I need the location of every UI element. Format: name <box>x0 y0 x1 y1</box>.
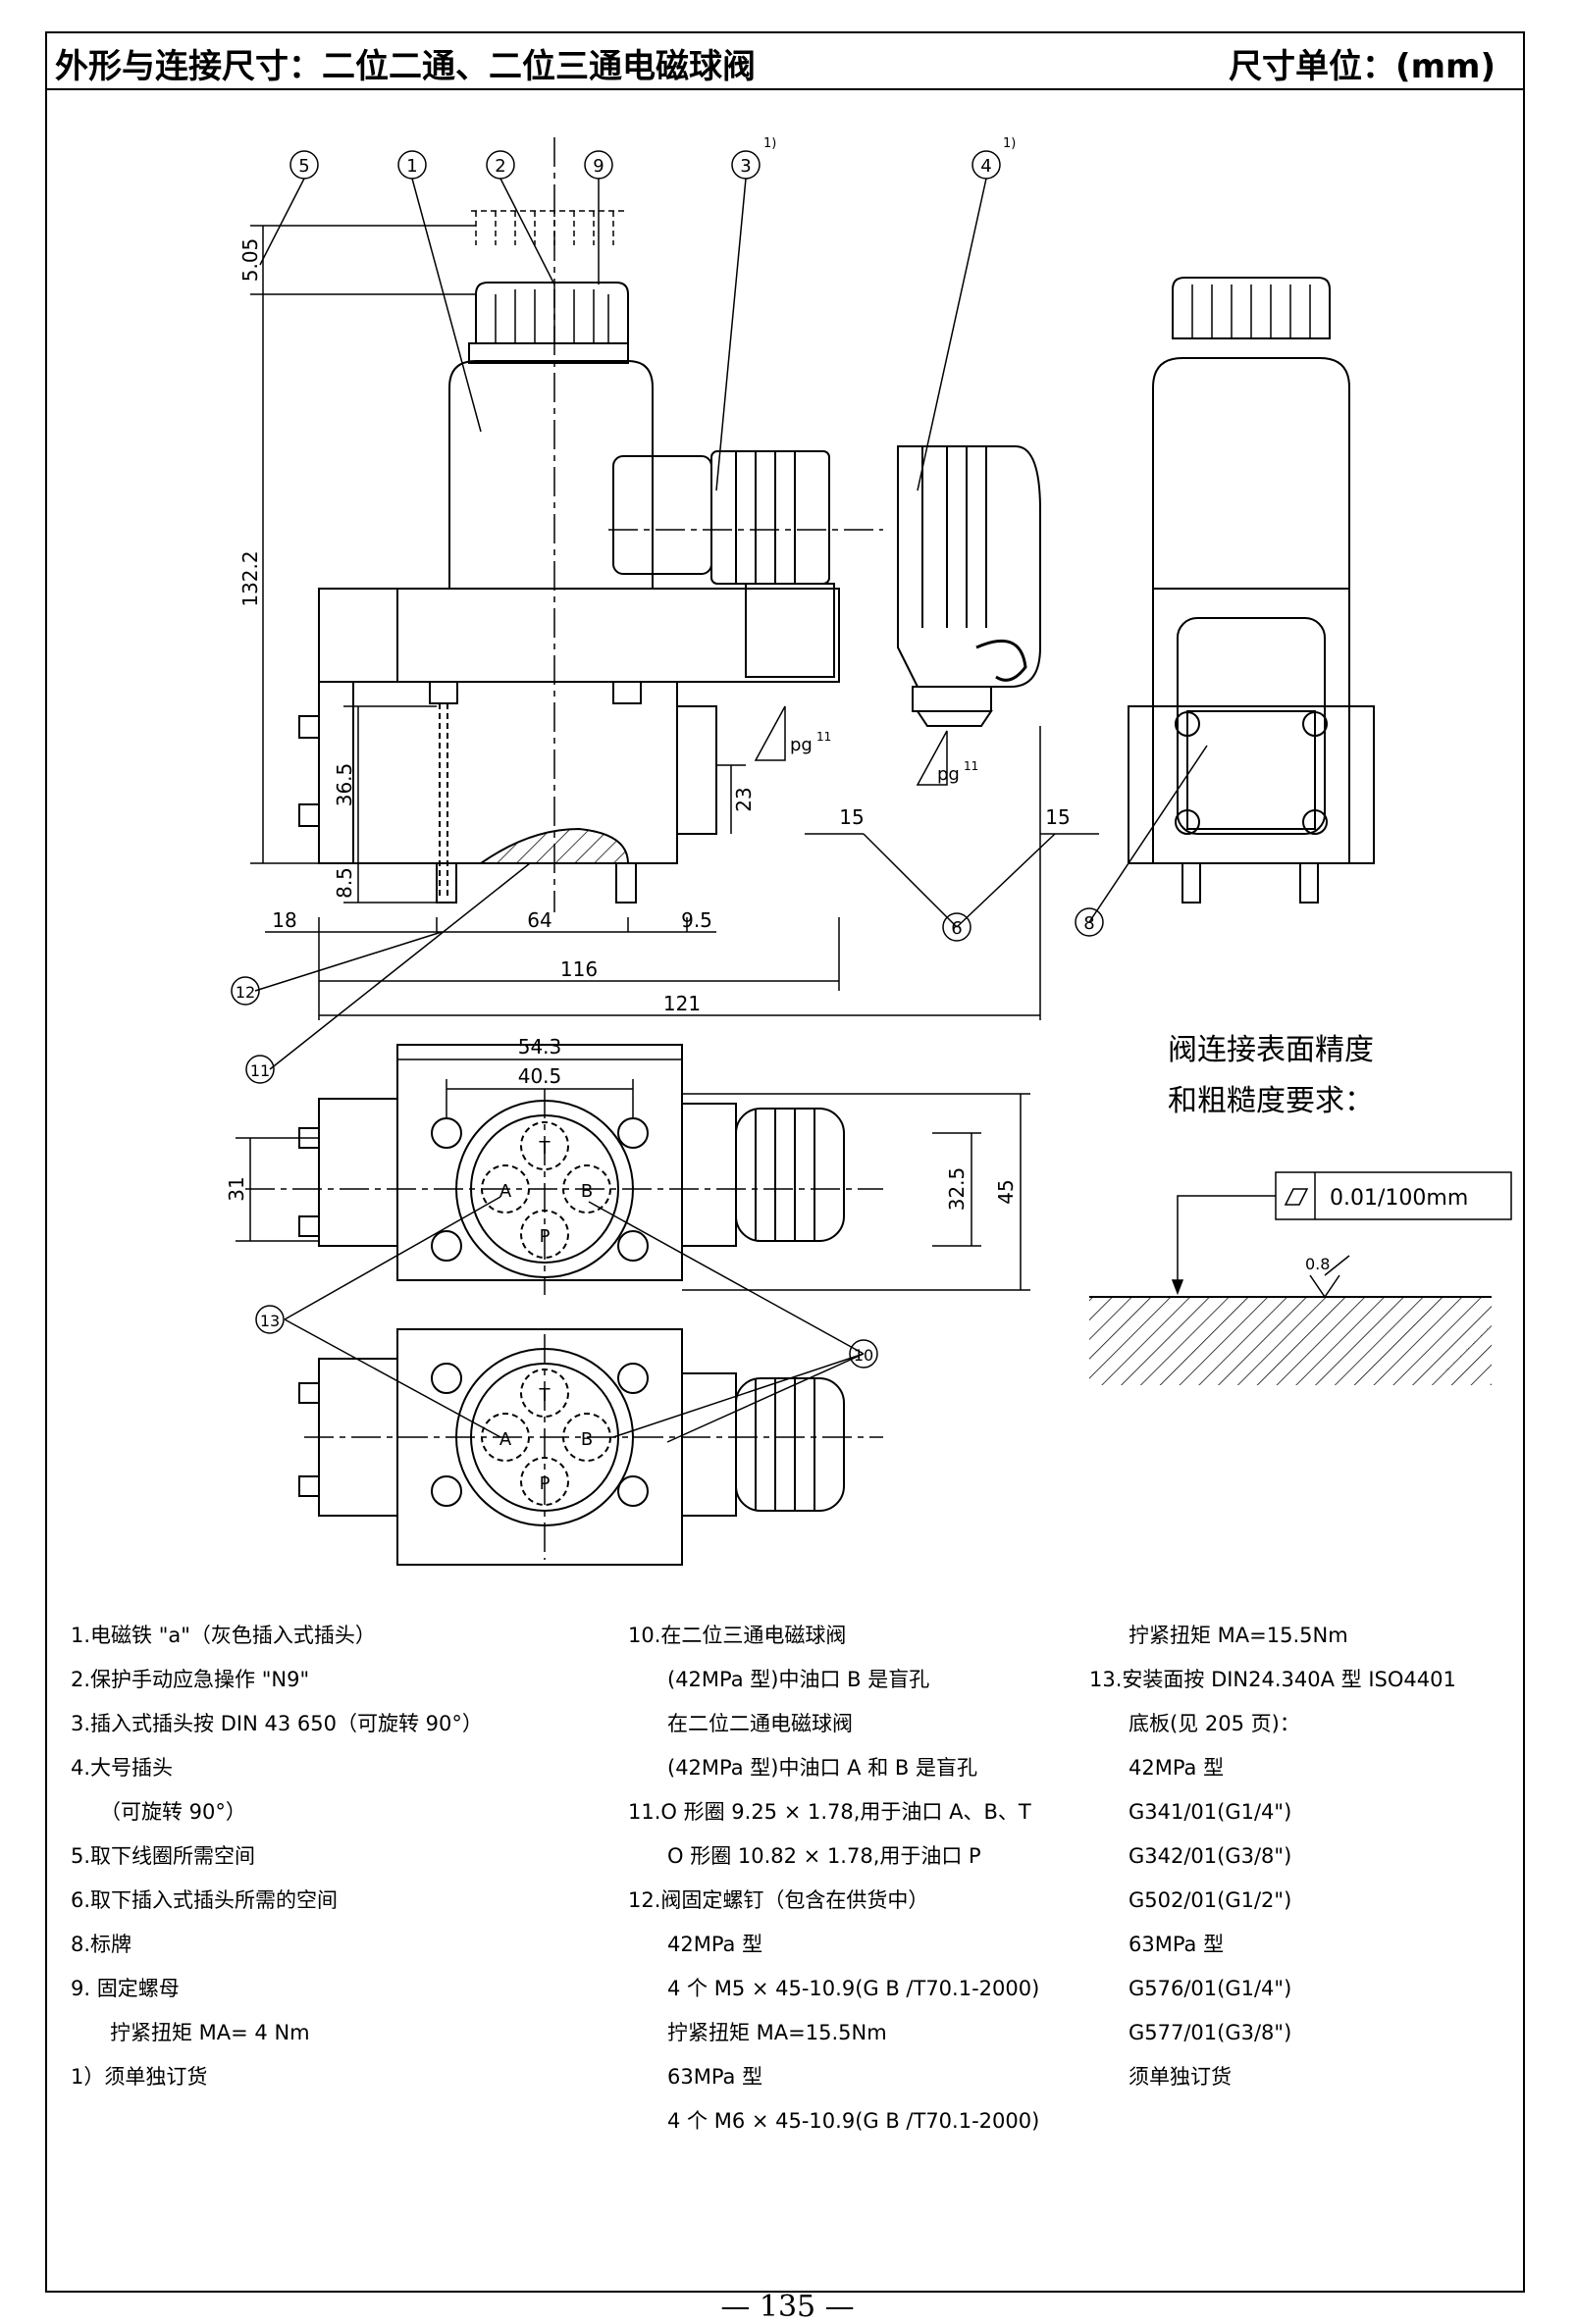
dim-18: 18 <box>272 908 296 932</box>
note-line: 63MPa 型 <box>1129 1933 1225 1956</box>
dimension-lines <box>236 225 1099 1291</box>
page-frame <box>45 31 1525 2293</box>
note-line: 63MPa 型 <box>667 2065 763 2089</box>
page-number: — 135 — <box>720 2290 855 2324</box>
front-view <box>298 137 883 912</box>
callout-4-sup: 1) <box>1003 136 1016 151</box>
port-a-label-2: A <box>499 1429 512 1450</box>
dim-40-5: 40.5 <box>518 1064 562 1088</box>
callout-leaders <box>254 178 1208 1443</box>
callout-5: 5 <box>298 156 309 177</box>
note-line: G341/01(G1/4") <box>1129 1800 1292 1824</box>
dim-116: 116 <box>560 957 598 981</box>
dim-36-5: 36.5 <box>333 763 356 807</box>
callout-1: 1 <box>406 156 417 177</box>
note-line: 12.阀固定螺钉（包含在供货中） <box>628 1888 929 1912</box>
note-line: 须单独订货 <box>1129 2065 1232 2089</box>
note-line: 11.O 形圈 9.25 × 1.78,用于油口 A、B、T <box>628 1800 1031 1824</box>
callout-12: 12 <box>236 983 255 1002</box>
surface-requirement-title-1: 阀连接表面精度 <box>1168 1033 1374 1067</box>
flatness-value: 0.01/100mm <box>1330 1186 1468 1211</box>
callout-2: 2 <box>495 156 505 177</box>
note-line: 6.取下插入式插头所需的空间 <box>71 1888 339 1912</box>
callout-9: 9 <box>593 156 604 177</box>
port-p-label-1: P <box>540 1226 551 1247</box>
top-view-2 <box>298 1328 883 1566</box>
port-t-label-1: T <box>539 1138 551 1159</box>
notes-column-1: 1.电磁铁 "a"（灰色插入式插头） 2.保护手动应急操作 "N9" 3.插入式… <box>71 1614 483 2099</box>
note-line: G502/01(G1/2") <box>1129 1888 1292 1912</box>
note-line: G577/01(G3/8") <box>1129 2021 1292 2044</box>
callout-4: 4 <box>980 156 991 177</box>
port-t-label-2: T <box>539 1385 551 1406</box>
note-line: G576/01(G1/4") <box>1129 1977 1292 2000</box>
dim-15-left: 15 <box>839 805 864 829</box>
note-line: (42MPa 型)中油口 A 和 B 是盲孔 <box>667 1756 977 1780</box>
surface-requirement-title-2: 和粗糙度要求： <box>1168 1084 1374 1118</box>
technical-drawing <box>236 137 1512 1566</box>
page-header: 外形与连接尺寸：二位二通、二位三通电磁球阀 尺寸单位：(mm) <box>45 31 1525 90</box>
unit-label: 尺寸单位：(mm) <box>1229 47 1496 86</box>
note-line: 8.标牌 <box>71 1933 132 1956</box>
roughness-value: 0.8 <box>1305 1255 1330 1273</box>
dim-8-5: 8.5 <box>333 867 356 899</box>
dim-5-05: 5.05 <box>238 238 262 283</box>
note-line: 4.大号插头 <box>71 1756 174 1780</box>
note-line: 底板(见 205 页)： <box>1129 1712 1300 1735</box>
surface-requirement-drawing <box>1089 1171 1512 1385</box>
large-plug-view <box>897 445 1041 727</box>
note-line: 拧紧扭矩 MA=15.5Nm <box>667 2021 887 2044</box>
dim-121: 121 <box>663 992 701 1015</box>
callout-10: 10 <box>854 1346 873 1365</box>
note-line: 10.在二位三通电磁球阀 <box>628 1624 847 1647</box>
page-title: 外形与连接尺寸：二位二通、二位三通电磁球阀 <box>55 47 756 86</box>
callout-13: 13 <box>260 1312 280 1330</box>
note-line: 1.电磁铁 "a"（灰色插入式插头） <box>71 1624 376 1647</box>
dim-31: 31 <box>225 1176 248 1201</box>
callout-6: 6 <box>951 918 962 939</box>
note-line: G342/01(G3/8") <box>1129 1844 1292 1868</box>
dim-64: 64 <box>527 908 551 932</box>
note-line: 4 个 M6 × 45-10.9(G B /T70.1-2000) <box>667 2109 1040 2133</box>
callout-3-sup: 1) <box>763 136 776 151</box>
callout-8: 8 <box>1083 913 1094 934</box>
note-line: 3.插入式插头按 DIN 43 650（可旋转 90°） <box>71 1712 483 1735</box>
dim-9-5: 9.5 <box>681 908 712 932</box>
top-view-1 <box>245 1044 883 1295</box>
notes-column-2: 10.在二位三通电磁球阀 (42MPa 型)中油口 B 是盲孔 在二位二通电磁球… <box>628 1614 1039 2143</box>
port-a-label-1: A <box>499 1181 512 1202</box>
callout-11: 11 <box>250 1061 270 1080</box>
notes-column-3: 拧紧扭矩 MA=15.5Nm 13.安装面按 DIN24.340A 型 ISO4… <box>1089 1614 1456 2099</box>
note-line: 在二位二通电磁球阀 <box>667 1712 853 1735</box>
note-line: 13.安装面按 DIN24.340A 型 ISO4401 <box>1089 1668 1456 1691</box>
pg-label-2: pg <box>937 764 960 785</box>
side-view <box>1128 277 1375 904</box>
note-line: 4 个 M5 × 45-10.9(G B /T70.1-2000) <box>667 1977 1040 2000</box>
note-line: 拧紧扭矩 MA=15.5Nm <box>1129 1624 1348 1647</box>
callout-3: 3 <box>740 156 751 177</box>
dim-54-3: 54.3 <box>518 1035 562 1059</box>
note-line: 2.保护手动应急操作 "N9" <box>71 1668 310 1691</box>
pg-label-1: pg <box>790 735 813 755</box>
pg-sup-1: 11 <box>816 730 831 744</box>
dim-32-5: 32.5 <box>945 1167 969 1212</box>
dim-15-right: 15 <box>1045 805 1070 829</box>
dim-132-2: 132.2 <box>238 550 262 606</box>
note-line: 拧紧扭矩 MA= 4 Nm <box>110 2021 310 2044</box>
pg-sup-2: 11 <box>964 759 978 773</box>
port-b-label-1: B <box>581 1181 593 1202</box>
dim-23: 23 <box>732 787 756 811</box>
port-p-label-2: P <box>540 1473 551 1494</box>
callout-labels: 5 1 2 9 3 4 1) 1) 6 8 12 11 13 10 A B T … <box>225 136 1468 1494</box>
note-line: 42MPa 型 <box>667 1933 763 1956</box>
note-line: 9. 固定螺母 <box>71 1977 180 2000</box>
note-line: 5.取下线圈所需空间 <box>71 1844 256 1868</box>
note-line: 42MPa 型 <box>1129 1756 1225 1780</box>
note-line: O 形圈 10.82 × 1.78,用于油口 P <box>667 1844 981 1868</box>
port-b-label-2: B <box>581 1429 593 1450</box>
note-line: 1）须单独订货 <box>71 2065 208 2089</box>
dim-45: 45 <box>994 1179 1018 1204</box>
note-line: （可旋转 90°） <box>100 1800 246 1824</box>
note-line: (42MPa 型)中油口 B 是盲孔 <box>667 1668 930 1691</box>
